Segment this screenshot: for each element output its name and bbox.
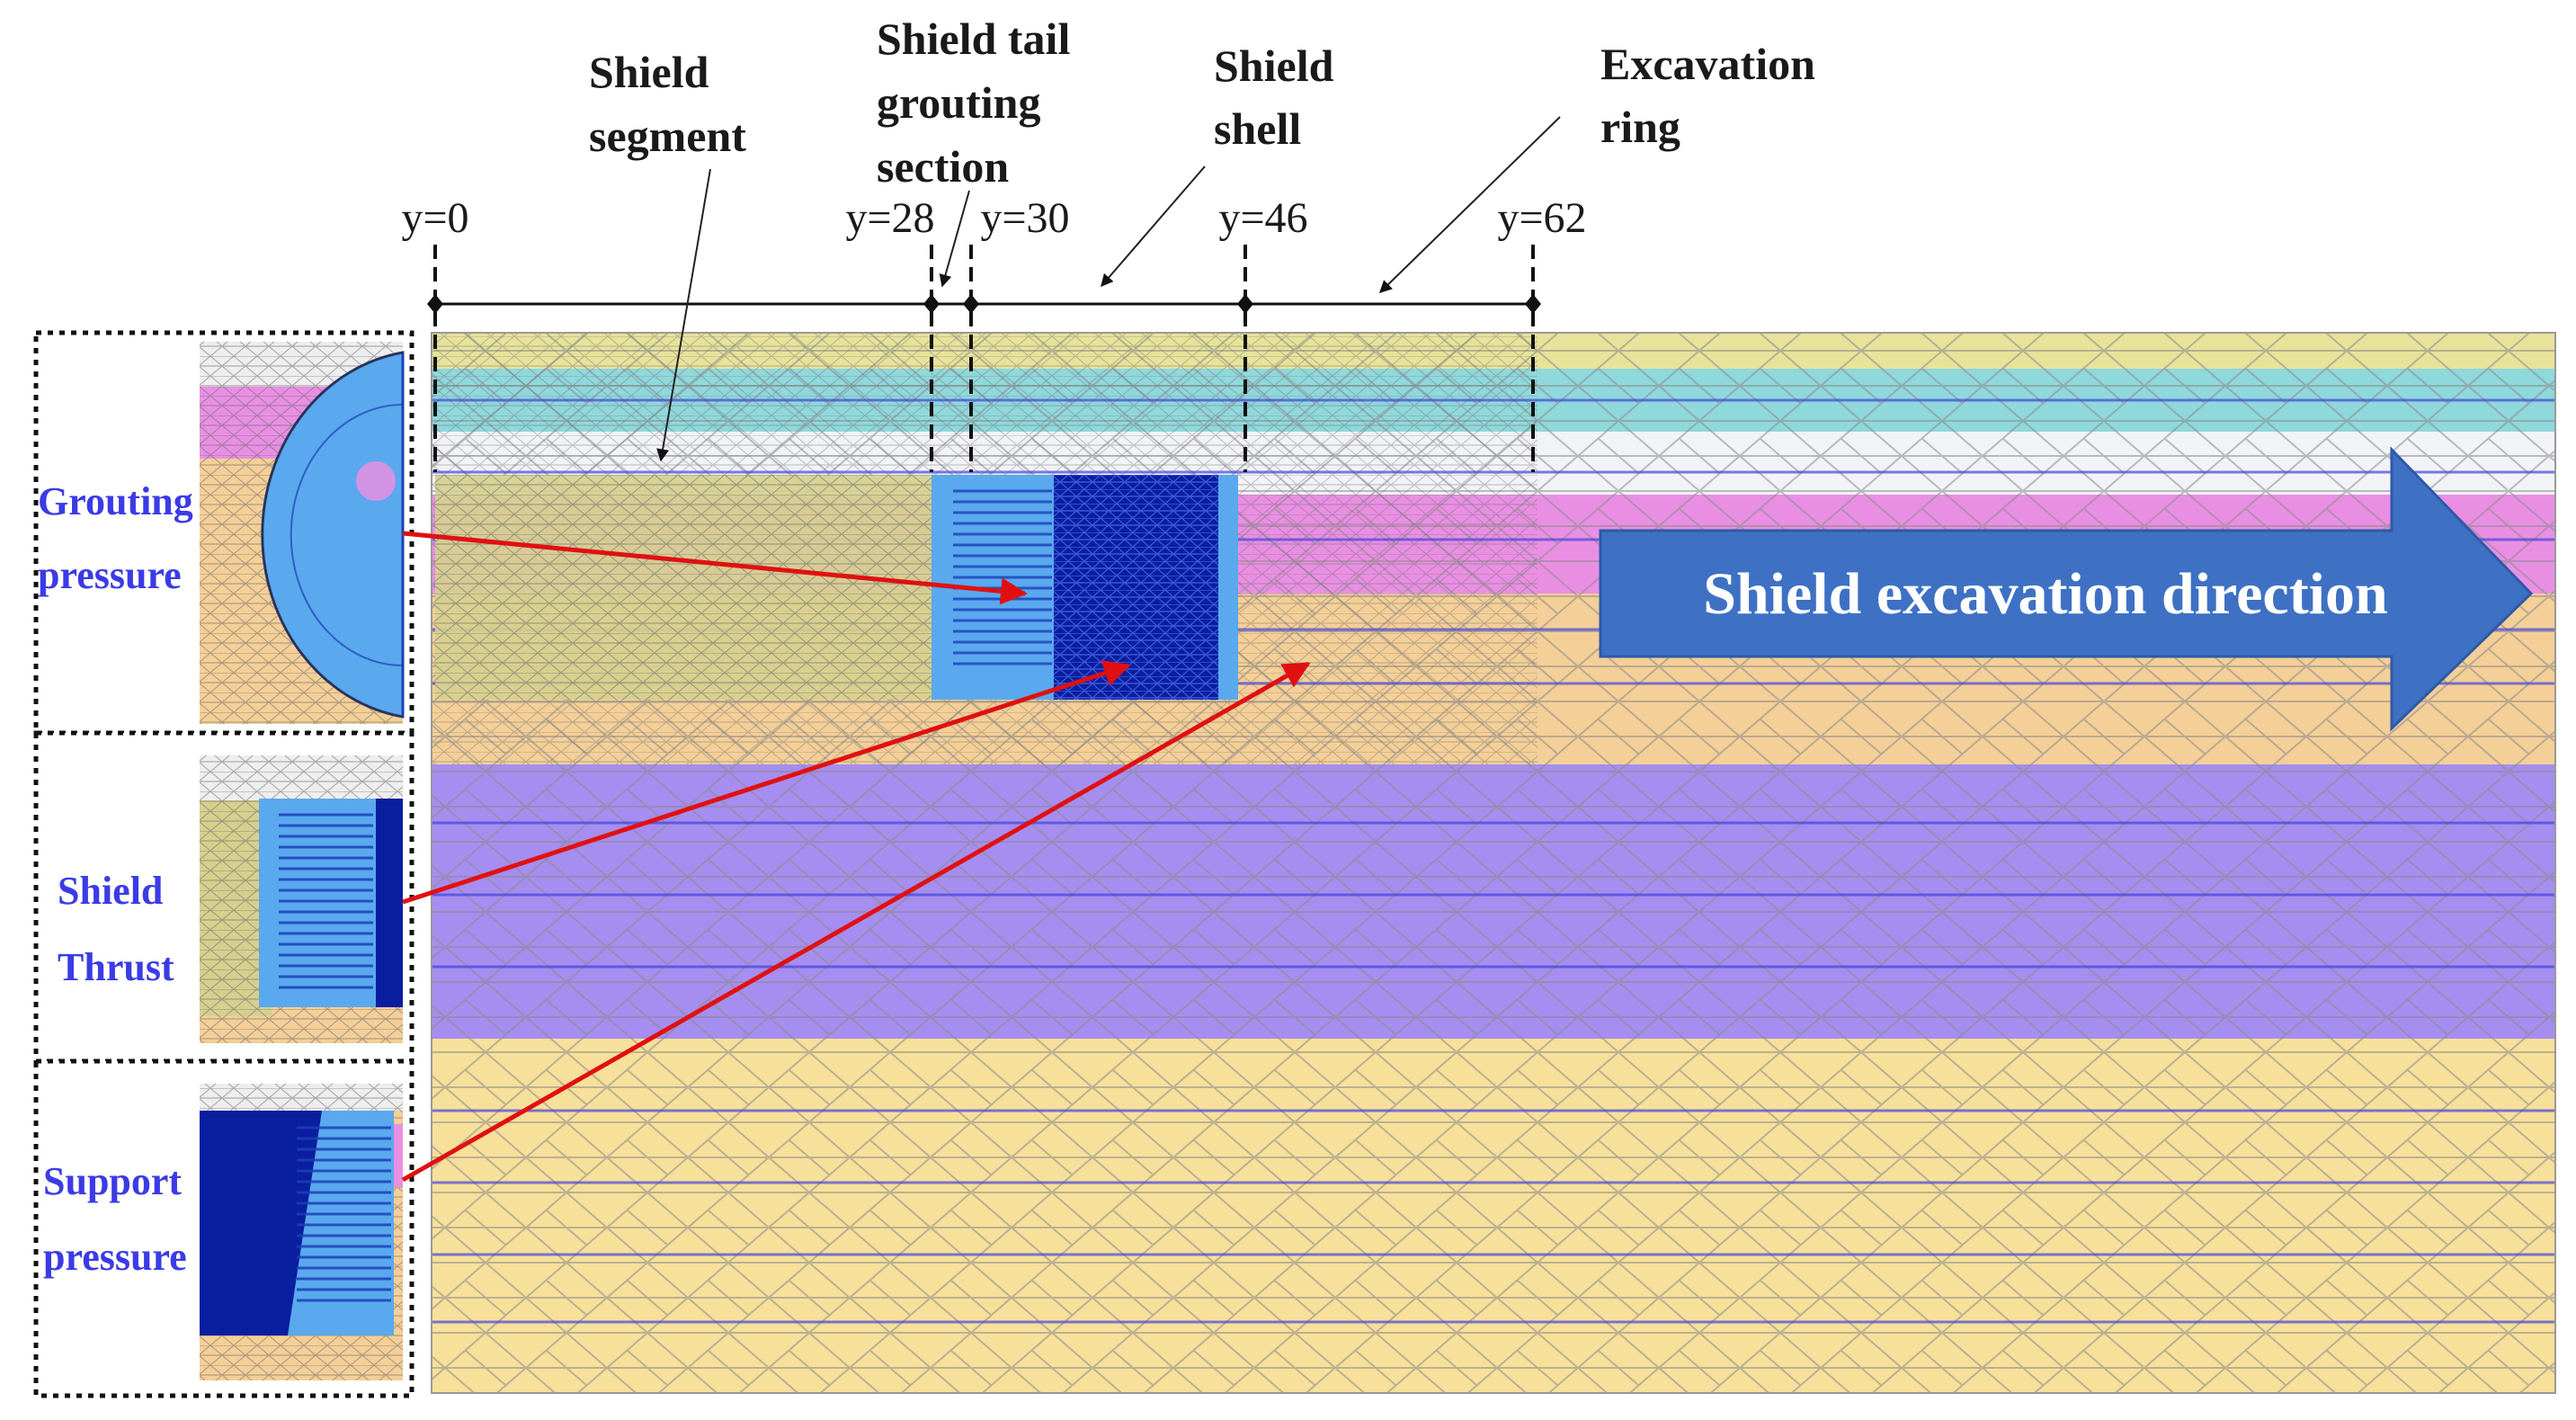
label-shield-shell-line2: shell: [1214, 103, 1301, 154]
label-shield-shell-line1: Shield: [1214, 40, 1334, 91]
inset-shield-thrust: Shield Thrust: [33, 730, 414, 1064]
direction-arrow-label: Shield excavation direction: [1703, 561, 2387, 627]
leader-support: [401, 661, 1311, 1183]
marker-label: y=30: [980, 194, 1069, 242]
label-shield-tail-line3: section: [877, 141, 1009, 192]
marker-label: y=46: [1218, 194, 1307, 242]
inset-thrust-line1: Shield: [58, 869, 163, 913]
label-excavation-ring: Excavation ring: [1378, 39, 1815, 293]
inset-support-line2: pressure: [43, 1235, 187, 1279]
inset-support-pressure: Support pressure: [33, 1058, 414, 1398]
red-leader-arrows: [401, 531, 1311, 1183]
marker-diamond: [1237, 294, 1253, 314]
marker-label: y=28: [845, 194, 934, 242]
marker-diamond: [1525, 294, 1541, 314]
label-shield-tail-line1: Shield tail: [877, 13, 1070, 64]
marker-diamond: [963, 294, 979, 314]
inset-panels: Grouting pressure Shield Thrust Su: [33, 330, 414, 1398]
label-shield-segment-line1: Shield: [589, 47, 709, 97]
grouting-section-region: [931, 475, 1054, 700]
inset-grouting-pressure: Grouting pressure: [33, 330, 414, 736]
excavation-direction-arrow: Shield excavation direction: [1599, 446, 2534, 732]
position-markers: y=0 y=28 y=30 y=46 y=62: [401, 194, 1587, 472]
inset-grouting-line1: Grouting: [38, 479, 193, 523]
leader-grouting: [402, 531, 1028, 605]
marker-diamond: [923, 294, 940, 314]
inset-support-line1: Support: [43, 1159, 182, 1203]
inset-thrust-line2: Thrust: [58, 945, 174, 989]
leader-thrust: [402, 660, 1131, 905]
shield-shell-region: [1054, 475, 1238, 700]
marker-diamond: [427, 294, 443, 314]
label-shield-tail-line2: grouting: [877, 77, 1040, 128]
label-shield-tail: Shield tail grouting section: [877, 13, 1070, 288]
label-shield-segment-line2: segment: [589, 111, 746, 161]
label-shield-shell: Shield shell: [1101, 40, 1334, 288]
label-excavation-ring-line1: Excavation: [1600, 39, 1815, 89]
label-shield-segment: Shield segment: [589, 47, 746, 462]
marker-label: y=62: [1497, 194, 1586, 242]
inset-grouting-line2: pressure: [38, 553, 182, 597]
shield-segment-region: [435, 475, 931, 700]
label-excavation-ring-line2: ring: [1600, 102, 1680, 152]
marker-label: y=0: [401, 194, 468, 242]
